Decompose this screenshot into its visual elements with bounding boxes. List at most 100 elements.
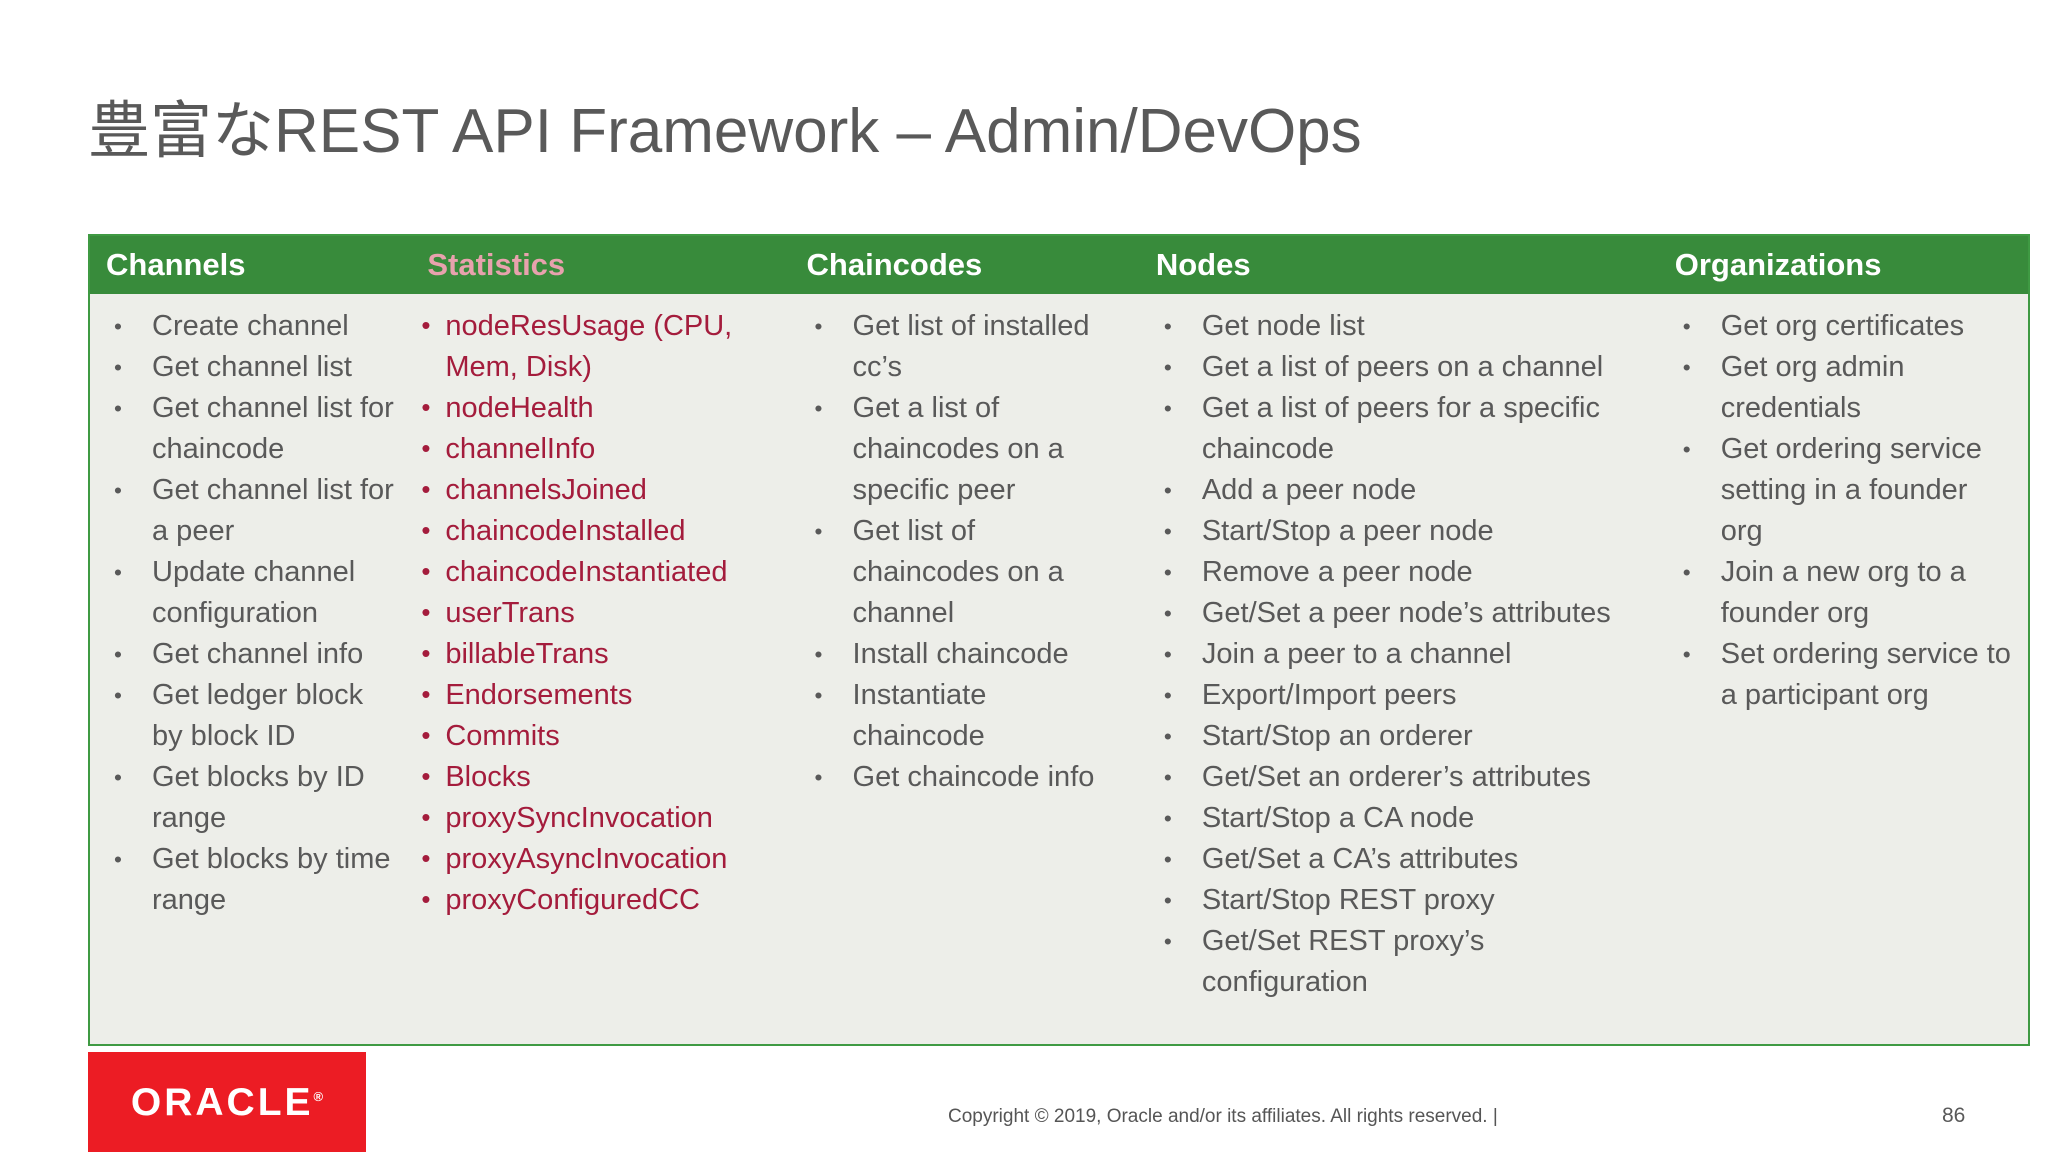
list-item: • channelInfo: [419, 429, 784, 470]
list-item-text: Get blocks by ID range: [152, 761, 365, 834]
list-item: •nodeResUsage (CPU, Mem, Disk): [419, 306, 784, 388]
list-item-text: Get list of installed cc’s: [852, 310, 1090, 383]
column-list-channels: •Create channel•Get channel list•Get cha…: [90, 294, 411, 1044]
bullet-icon: •: [114, 314, 122, 339]
bullet-icon: •: [421, 392, 431, 422]
bullet-icon: •: [1682, 642, 1691, 667]
list-item-text: Endorsements: [445, 679, 633, 711]
list-item: • Add a peer node: [1144, 470, 1653, 511]
list-item: •Get channel list for a peer: [94, 470, 405, 552]
list-item: •Get list of installed cc’s: [795, 306, 1134, 388]
bullet-icon: •: [114, 683, 122, 708]
bullet-icon: •: [814, 519, 823, 544]
bullet-icon: •: [114, 560, 122, 585]
bullet-icon: •: [1163, 396, 1172, 421]
list-item-text: channelInfo: [445, 433, 596, 465]
list-item-text: Get node list: [1201, 310, 1365, 342]
list-item-text: Start/Stop REST proxy: [1201, 884, 1495, 916]
bullet-icon: •: [1163, 560, 1172, 585]
bullet-icon: •: [114, 847, 122, 872]
list-item: •Get/Set an orderer’s attributes: [1144, 757, 1653, 798]
bullet-icon: •: [1163, 519, 1172, 544]
list-item-text: Get channel list for chaincode: [152, 392, 394, 465]
list-item-text: channelsJoined: [445, 474, 647, 506]
list-item: •Export/Import peers: [1144, 675, 1653, 716]
bullet-icon: •: [114, 355, 122, 380]
list-item: • Get blocks by ID range: [94, 757, 405, 839]
column-header-channels: Channels: [106, 247, 246, 282]
oracle-logo: ORACLE®: [88, 1052, 366, 1152]
list-item: •channelsJoined: [419, 470, 784, 511]
list-item: • Get blocks by time range: [94, 839, 405, 921]
list-item: •Commits: [419, 716, 784, 757]
list-item-text: Install chaincode: [852, 638, 1069, 670]
list-item-text: Create channel: [152, 310, 349, 342]
bullet-icon: •: [421, 679, 431, 709]
list-item: •proxyConfiguredCC: [419, 880, 784, 921]
list-item: •Get org certificates: [1663, 306, 2022, 347]
column-header-statistics: Statistics: [427, 247, 566, 282]
column-header-nodes: Nodes: [1155, 247, 1251, 282]
list-item: •Get org admin credentials: [1663, 347, 2022, 429]
list-item: • Get/Set a CA’s attributes: [1144, 839, 1653, 880]
table-header-row: Channels Statistics Chaincodes Nodes Org…: [90, 236, 2028, 294]
bullet-icon: •: [421, 433, 431, 463]
bullet-icon: •: [421, 884, 431, 914]
column-header-organizations: Organizations: [1674, 247, 1882, 282]
bullet-icon: •: [1163, 806, 1172, 831]
bullet-icon: •: [1163, 314, 1172, 339]
list-item-text: Add a peer node: [1201, 474, 1417, 506]
column-list-statistics: •nodeResUsage (CPU, Mem, Disk)•nodeHealt…: [411, 294, 790, 1044]
bullet-icon: •: [421, 597, 431, 627]
column-header-chaincodes: Chaincodes: [806, 247, 983, 282]
list-item-text: Get ordering service setting in a founde…: [1720, 433, 1982, 547]
list-item-text: Get/Set REST proxy’s configuration: [1201, 925, 1485, 998]
list-item: • Endorsements: [419, 675, 784, 716]
list-item-text: Update channel configuration: [152, 556, 356, 629]
list-item-text: Get list of chaincodes on a channel: [852, 515, 1064, 629]
list-item: • Set ordering service to a participant o…: [1663, 634, 2022, 716]
bullet-icon: •: [421, 515, 431, 545]
list-item: •proxyAsyncInvocation: [419, 839, 784, 880]
list-item-text: Set ordering service to a participant or…: [1720, 638, 2011, 711]
bullet-icon: •: [1163, 642, 1172, 667]
list-item: •proxySyncInvocation: [419, 798, 784, 839]
bullet-icon: •: [814, 396, 823, 421]
bullet-icon: •: [1163, 847, 1172, 872]
list-item-text: Get/Set a CA’s attributes: [1201, 843, 1519, 875]
bullet-icon: •: [1163, 683, 1172, 708]
list-item-text: nodeResUsage (CPU, Mem, Disk): [445, 310, 733, 383]
list-item: •Start/Stop a CA node: [1144, 798, 1653, 839]
bullet-icon: •: [421, 802, 431, 832]
list-item-text: Instantiate chaincode: [852, 679, 987, 752]
list-item: •Start/Stop an orderer: [1144, 716, 1653, 757]
list-item-text: proxyAsyncInvocation: [445, 843, 728, 875]
list-item: •Get a list of peers on a channel: [1144, 347, 1653, 388]
list-item-text: billableTrans: [445, 638, 609, 670]
list-item: •Get a list of chaincodes on a specific …: [795, 388, 1134, 511]
list-item-text: Get/Set a peer node’s attributes: [1201, 597, 1611, 629]
list-item-text: Get blocks by time range: [152, 843, 391, 916]
list-item: •Blocks: [419, 757, 784, 798]
api-table: Channels Statistics Chaincodes Nodes Org…: [88, 234, 2030, 1046]
bullet-icon: •: [1163, 355, 1172, 380]
list-item: • Update channel configuration: [94, 552, 405, 634]
list-item: •Get a list of peers for a specific chai…: [1144, 388, 1653, 470]
list-item: •Get ordering service setting in a found…: [1663, 429, 2022, 552]
list-item: • Join a peer to a channel: [1144, 634, 1653, 675]
bullet-icon: •: [114, 765, 122, 790]
registered-trademark-icon: ®: [313, 1088, 324, 1104]
list-item: •Get/Set a peer node’s attributes: [1144, 593, 1653, 634]
list-item-text: Join a peer to a channel: [1201, 638, 1512, 670]
list-item: •Instantiate chaincode: [795, 675, 1134, 757]
list-item: •Get ledger block by block ID: [94, 675, 405, 757]
bullet-icon: •: [1163, 888, 1172, 913]
bullet-icon: •: [1163, 724, 1172, 749]
list-item: •Get channel list for chaincode: [94, 388, 405, 470]
bullet-icon: •: [1163, 478, 1172, 503]
list-item: •Start/Stop a peer node: [1144, 511, 1653, 552]
list-item: • Create channel: [94, 306, 405, 347]
list-item: •Remove a peer node: [1144, 552, 1653, 593]
page-title: 豊富なREST API Framework – Admin/DevOps: [88, 97, 1362, 166]
